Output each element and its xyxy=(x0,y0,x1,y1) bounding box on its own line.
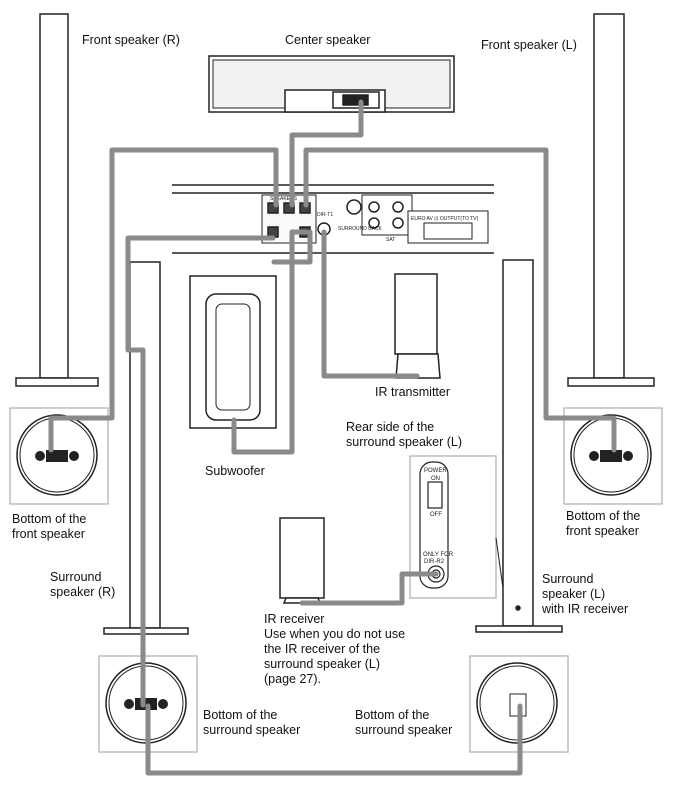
label-front-speaker-l: Front speaker (L) xyxy=(481,38,577,52)
panel-dir-t1-label: DIR-T1 xyxy=(317,212,333,218)
front-bottom-inset-right xyxy=(563,407,663,505)
cable-subwoofer xyxy=(231,229,309,455)
cable-front-r xyxy=(48,147,279,453)
cable-center xyxy=(289,99,364,208)
label-surround-speaker-r: Surround speaker (R) xyxy=(50,570,116,599)
cable-sub-sub xyxy=(271,229,313,265)
front-speaker-r xyxy=(15,13,99,387)
main-unit-rear-panel xyxy=(172,184,494,254)
front-bottom-inset-left xyxy=(9,407,109,505)
on-label: ON xyxy=(431,476,440,482)
label-subwoofer: Subwoofer xyxy=(205,464,265,478)
only-for-label: ONLY FOR xyxy=(423,552,454,558)
label-ir-transmitter: IR transmitter xyxy=(375,385,451,399)
cables xyxy=(48,99,617,776)
front-speaker-l xyxy=(567,13,655,387)
label-rear-side-surround-l: Rear side of the surround speaker (L) xyxy=(346,420,463,449)
cable-front-l xyxy=(303,147,617,453)
ir-receiver xyxy=(279,517,325,604)
cable-surround-r xyxy=(125,235,276,708)
surround-speaker-l xyxy=(475,259,563,633)
label-bottom-surround-left: Bottom of the surround speaker xyxy=(203,708,301,737)
panel-surround-back-label: SURROUND BACK xyxy=(338,226,383,232)
cable-ir-receiver xyxy=(299,571,439,606)
label-front-speaker-r: Front speaker (R) xyxy=(82,33,180,47)
label-center-speaker: Center speaker xyxy=(285,33,371,47)
subwoofer xyxy=(189,275,277,429)
label-ir-receiver-note: IR receiver Use when you do not use the … xyxy=(264,612,406,686)
label-surround-speaker-l: Surround speaker (L) with IR receiver xyxy=(542,572,629,616)
panel-euro-av-label: EURO AV ⊡ OUTPUT(TO TV) xyxy=(411,216,479,222)
cable-surround-link xyxy=(145,703,523,776)
power-label: POWER xyxy=(424,468,447,474)
off-label: OFF xyxy=(430,512,442,518)
panel-sat-label: SAT xyxy=(386,237,395,243)
dir-r2-label: DIR-R2 xyxy=(424,559,445,565)
surround-panel-labels: POWER ON OFF ONLY FOR DIR-R2 xyxy=(423,468,454,565)
panel-labels: SPEAKERS DIR-T1 SURROUND BACK SAT EURO A… xyxy=(270,196,479,243)
panel-speakers-label: SPEAKERS xyxy=(270,196,298,202)
ir-transmitter xyxy=(394,273,441,379)
cable-ir-transmitter xyxy=(321,229,420,379)
label-bottom-front-left: Bottom of the front speaker xyxy=(12,512,87,541)
center-speaker xyxy=(208,55,455,113)
label-bottom-surround-right: Bottom of the surround speaker xyxy=(355,708,453,737)
surround-l-rear-panel xyxy=(409,455,504,599)
label-bottom-front-right: Bottom of the front speaker xyxy=(566,509,641,538)
surround-speaker-r xyxy=(103,261,189,635)
